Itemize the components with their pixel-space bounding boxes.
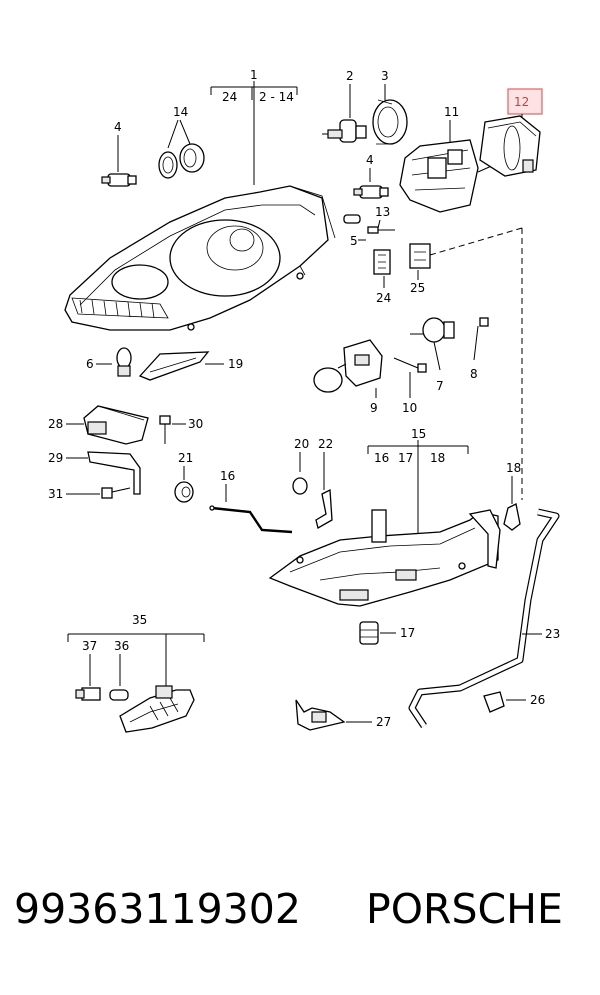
group-1-bracket: [210, 81, 298, 185]
callout-10: 10: [402, 401, 417, 415]
bracket-9: [313, 339, 383, 393]
callout-14: 14: [173, 105, 188, 119]
screw-8: [473, 317, 489, 361]
callout-21: 21: [178, 451, 193, 465]
socket-37: [75, 687, 101, 701]
callout-2: 2: [346, 69, 354, 83]
group-1-label-right: 2 - 14: [259, 90, 294, 104]
callout-26: 26: [530, 693, 545, 707]
screw-31: [101, 487, 131, 499]
bracket-27: [295, 699, 346, 731]
adjuster-7: [410, 317, 455, 371]
gasket-19: [138, 351, 210, 381]
bulb-4-center: [353, 185, 389, 199]
callout-22: 22: [318, 437, 333, 451]
clip-18: [503, 503, 521, 531]
ring-3: [372, 99, 408, 145]
connector-25: [409, 243, 431, 269]
callout-27: 27: [376, 715, 391, 729]
callout-20: 20: [294, 437, 309, 451]
control-unit-12: [479, 115, 541, 177]
callout-18: 18: [506, 461, 521, 475]
grommet-21: [174, 481, 194, 503]
callout-8: 8: [470, 367, 478, 381]
callout-37: 37: [82, 639, 97, 653]
group-15-label-c: 18: [430, 451, 445, 465]
module-28: [83, 405, 149, 445]
brand-name: PORSCHE: [366, 885, 563, 933]
callout-15: 15: [411, 427, 426, 441]
callout-36: 36: [114, 639, 129, 653]
clip-22: [315, 488, 333, 529]
rings-14: [158, 143, 205, 179]
callout-1: 1: [250, 68, 258, 82]
highlight-box-12: [507, 88, 543, 115]
group-15-label-b: 17: [398, 451, 413, 465]
callout-28: 28: [48, 417, 63, 431]
group-1-label-left: 24: [222, 90, 237, 104]
callout-31: 31: [48, 487, 63, 501]
callout-24: 24: [376, 291, 391, 305]
callout-35: 35: [132, 613, 147, 627]
callout-11: 11: [444, 105, 459, 119]
bracket-29: [87, 451, 141, 495]
callout-23: 23: [545, 627, 560, 641]
callout-16: 16: [220, 469, 235, 483]
callout-17: 17: [400, 626, 415, 640]
side-indicator-35: [119, 685, 195, 733]
rod-16: [209, 505, 293, 534]
hose-23: [408, 508, 560, 728]
callout-4-left: 4: [114, 120, 122, 134]
screw-10: [393, 357, 427, 373]
clip-26: [483, 691, 505, 713]
base-plate-15: [268, 509, 501, 607]
callout-19: 19: [228, 357, 243, 371]
callout-29: 29: [48, 451, 63, 465]
group-15-bracket: [367, 440, 469, 538]
callout-3: 3: [381, 69, 389, 83]
screw-13: [367, 226, 395, 234]
callout-12: 12: [514, 95, 529, 109]
callout-6: 6: [86, 357, 94, 371]
callout-13: 13: [375, 205, 390, 219]
group-15-label-a: 16: [374, 451, 389, 465]
footer: 99363119302 PORSCHE: [0, 885, 600, 955]
bulb-4-left: [101, 173, 137, 187]
callout-9: 9: [370, 401, 378, 415]
callout-5: 5: [350, 234, 358, 248]
bulb-5: [343, 214, 361, 224]
callout-7: 7: [436, 379, 444, 393]
bulb-36: [109, 689, 129, 701]
callout-25: 25: [410, 281, 425, 295]
buffer-17: [359, 621, 379, 645]
parts-diagram: 1 24 2 - 14 2 3 4 14: [48, 68, 560, 733]
connector-24: [373, 249, 391, 275]
screw-30: [159, 415, 171, 444]
bulb-carrier-11: [399, 139, 506, 213]
callout-4-center: 4: [366, 153, 374, 167]
headlamp-housing: [64, 185, 336, 331]
group-35-bracket: [67, 633, 205, 688]
bulb-2: [322, 119, 367, 143]
callout-30: 30: [188, 417, 203, 431]
grommet-20: [292, 477, 308, 495]
bulb-6: [116, 347, 132, 377]
part-number: 99363119302: [14, 885, 301, 933]
